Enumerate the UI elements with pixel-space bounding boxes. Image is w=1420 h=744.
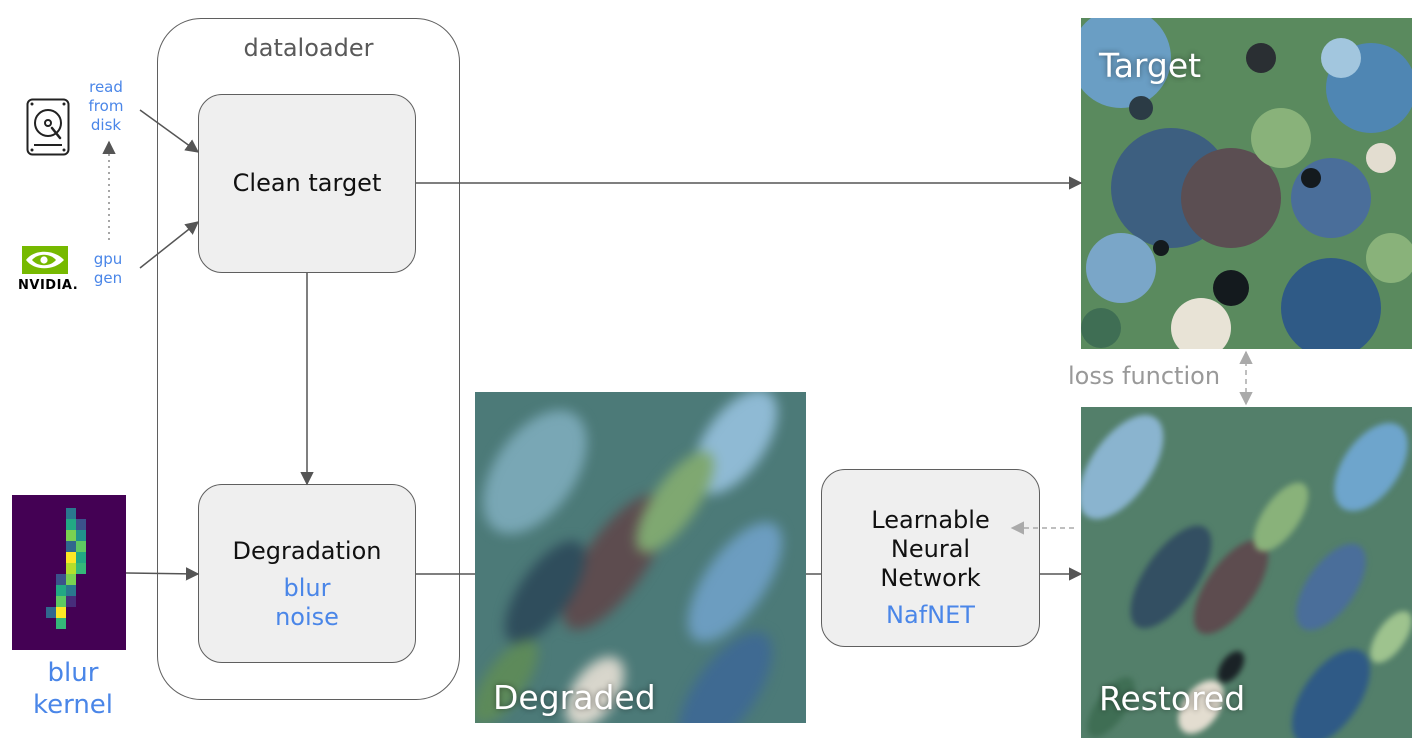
blur-kernel-line1: blur [47,658,99,688]
dataloader-container [157,18,460,700]
blur-kernel-label: blur kernel [30,657,116,721]
nvidia-eye-icon [22,246,68,274]
gen-label: gen [93,269,123,287]
blur-kernel-image [12,495,126,650]
degradation-blur-label: blur [283,574,331,603]
degraded-image: Degraded [475,392,806,723]
network-line1: Learnable [871,506,990,535]
restored-image: Restored [1081,407,1412,738]
degradation-box: Degradation blur noise [198,484,416,663]
read-label: read [89,78,123,96]
target-image-caption: Target [1099,46,1202,85]
nvidia-wordmark: NVIDIA. [18,278,79,293]
from-label: from [88,97,124,115]
gpu-label: gpu [93,250,123,268]
degradation-title: Degradation [232,537,382,566]
network-line2: Neural [890,535,971,564]
hard-disk-icon [26,98,70,156]
target-image: Target [1081,18,1412,349]
blur-kernel-line2: kernel [32,690,114,720]
degraded-image-caption: Degraded [493,678,656,717]
network-model-label: NafNET [886,600,975,629]
network-box: Learnable Neural Network NafNET [821,469,1040,647]
read-from-disk-label: read from disk [84,78,128,135]
disk-label: disk [90,116,122,134]
dataloader-label: dataloader [243,34,374,62]
restored-image-caption: Restored [1099,679,1246,718]
clean-target-box: Clean target [198,94,416,273]
gpu-gen-label: gpu gen [86,250,130,288]
loss-function-label: loss function [1068,362,1221,390]
clean-target-label: Clean target [232,169,382,198]
network-line3: Network [880,564,981,592]
degradation-noise-label: noise [275,602,339,631]
